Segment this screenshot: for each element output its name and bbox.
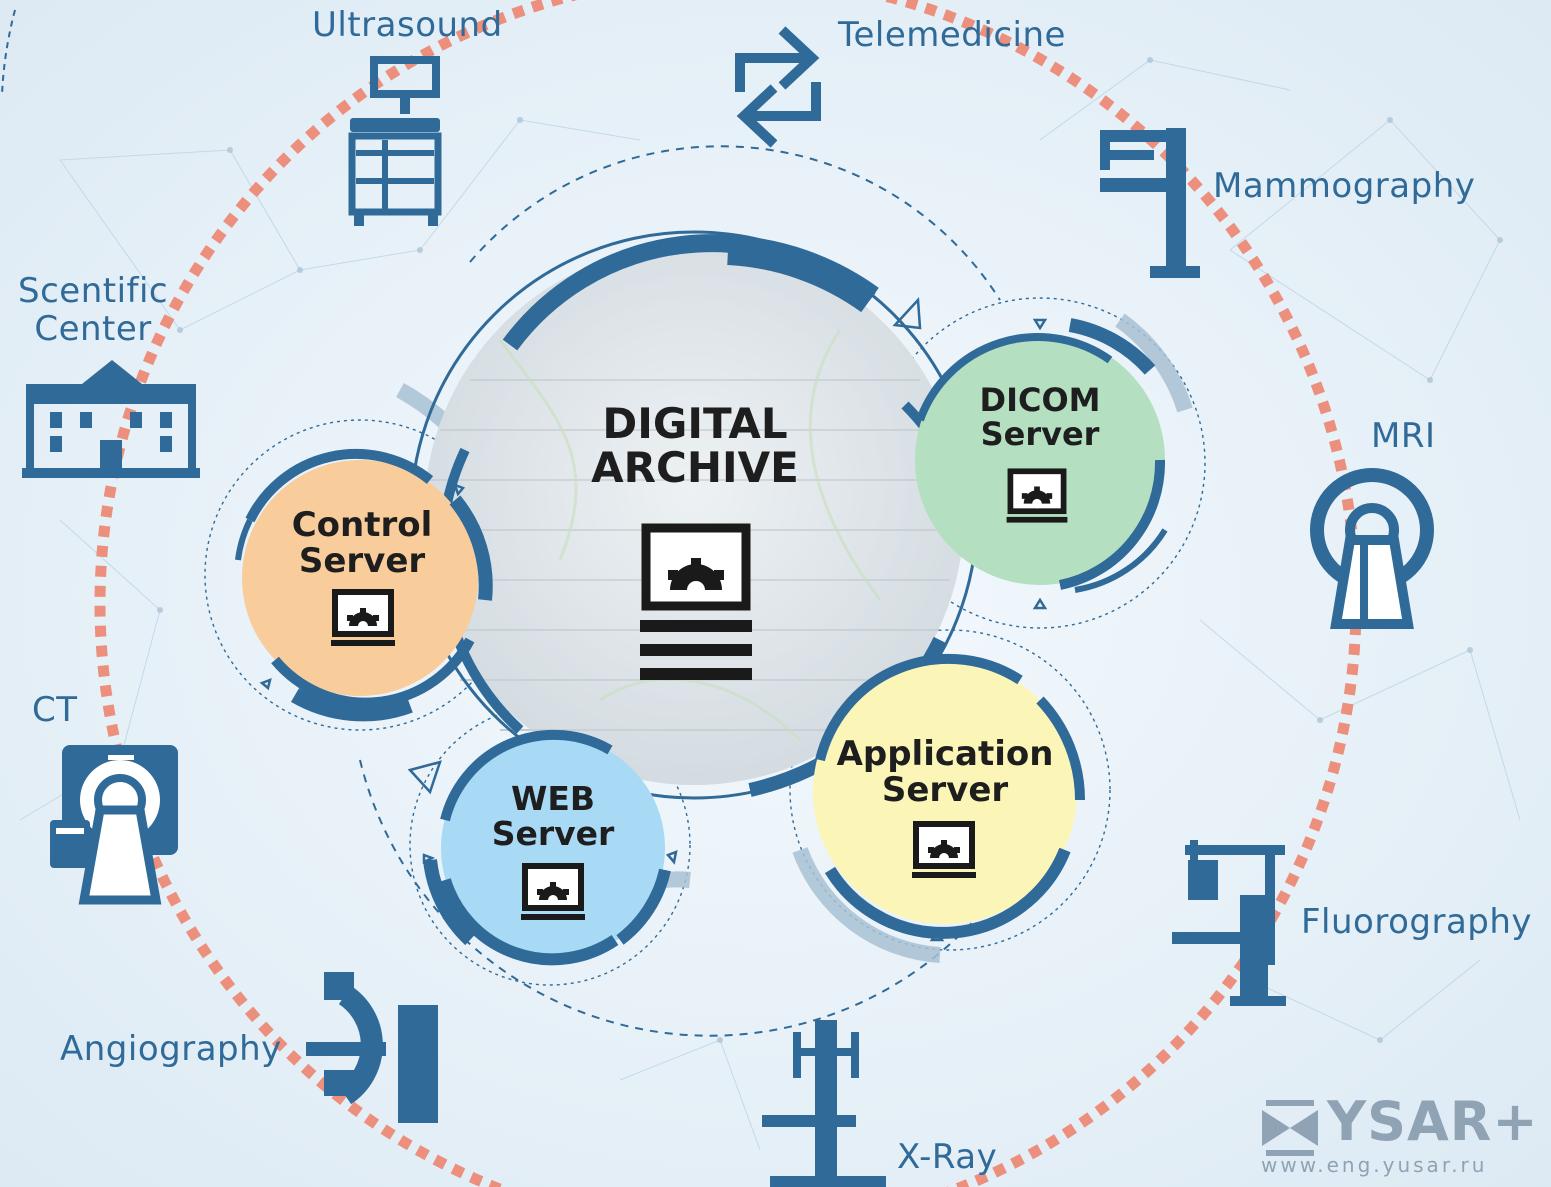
web-line2: Server xyxy=(491,813,615,853)
mri-icon xyxy=(1310,468,1434,629)
ct-label: CT xyxy=(32,690,78,730)
telemedicine-label: Telemedicine xyxy=(838,15,1066,55)
dicom-line1: DICOM xyxy=(979,381,1101,419)
control-line2: Server xyxy=(298,540,426,581)
control-server-label: Control Server xyxy=(262,505,462,581)
archive-document-icon xyxy=(640,523,752,680)
mammography-label: Mammography xyxy=(1213,166,1476,206)
dicom-line2: Server xyxy=(980,414,1100,453)
ct-icon xyxy=(50,745,178,905)
xray-label: X-Ray xyxy=(897,1137,998,1177)
web-line1: WEB xyxy=(510,779,596,818)
application-line2: Server xyxy=(881,769,1009,810)
ultrasound-label: Ultrasound xyxy=(312,5,503,45)
angiography-icon xyxy=(306,972,438,1123)
cable-texture xyxy=(498,329,882,742)
server-rack-texture xyxy=(430,379,955,731)
scientific-line1: Scentific xyxy=(18,271,169,311)
control-server-node xyxy=(235,448,493,722)
web-server-label: WEB Server xyxy=(453,779,653,853)
application-server-node xyxy=(813,653,1085,939)
mri-label: MRI xyxy=(1371,416,1436,456)
brand-block: YSAR+ www.eng.yusar.ru xyxy=(1255,1090,1539,1178)
angiography-label: Angiography xyxy=(60,1029,282,1069)
application-line1: Application xyxy=(836,734,1054,774)
mammography-icon xyxy=(1100,128,1200,278)
dicom-server-label: DICOM Server xyxy=(940,381,1140,453)
scientific-center-icon xyxy=(22,360,200,478)
telemedicine-icon xyxy=(735,26,821,148)
application-server-label: Application Server xyxy=(814,734,1076,810)
control-line1: Control xyxy=(291,505,433,545)
archive-title-line2: ARCHIVE xyxy=(591,443,799,493)
digital-archive-title: DIGITAL ARCHIVE xyxy=(560,399,830,493)
brand-url: www.eng.yusar.ru xyxy=(1261,1153,1488,1177)
ultrasound-icon xyxy=(348,56,442,226)
fluorography-label: Fluorography xyxy=(1301,902,1533,942)
archive-arcs xyxy=(436,234,975,797)
archive-title-line1: DIGITAL xyxy=(602,399,788,448)
orbit-triangles xyxy=(259,297,1048,942)
xray-icon xyxy=(762,1020,886,1187)
scientific-center-label: Scentific Center xyxy=(18,272,168,348)
fluorography-icon xyxy=(1172,840,1286,1006)
brand-name: YSAR+ xyxy=(1327,1090,1539,1153)
web-server-node xyxy=(423,729,671,966)
ysar-logo-mark xyxy=(1262,1100,1318,1156)
scientific-line2: Center xyxy=(34,309,152,350)
dicom-server-node xyxy=(915,318,1168,593)
